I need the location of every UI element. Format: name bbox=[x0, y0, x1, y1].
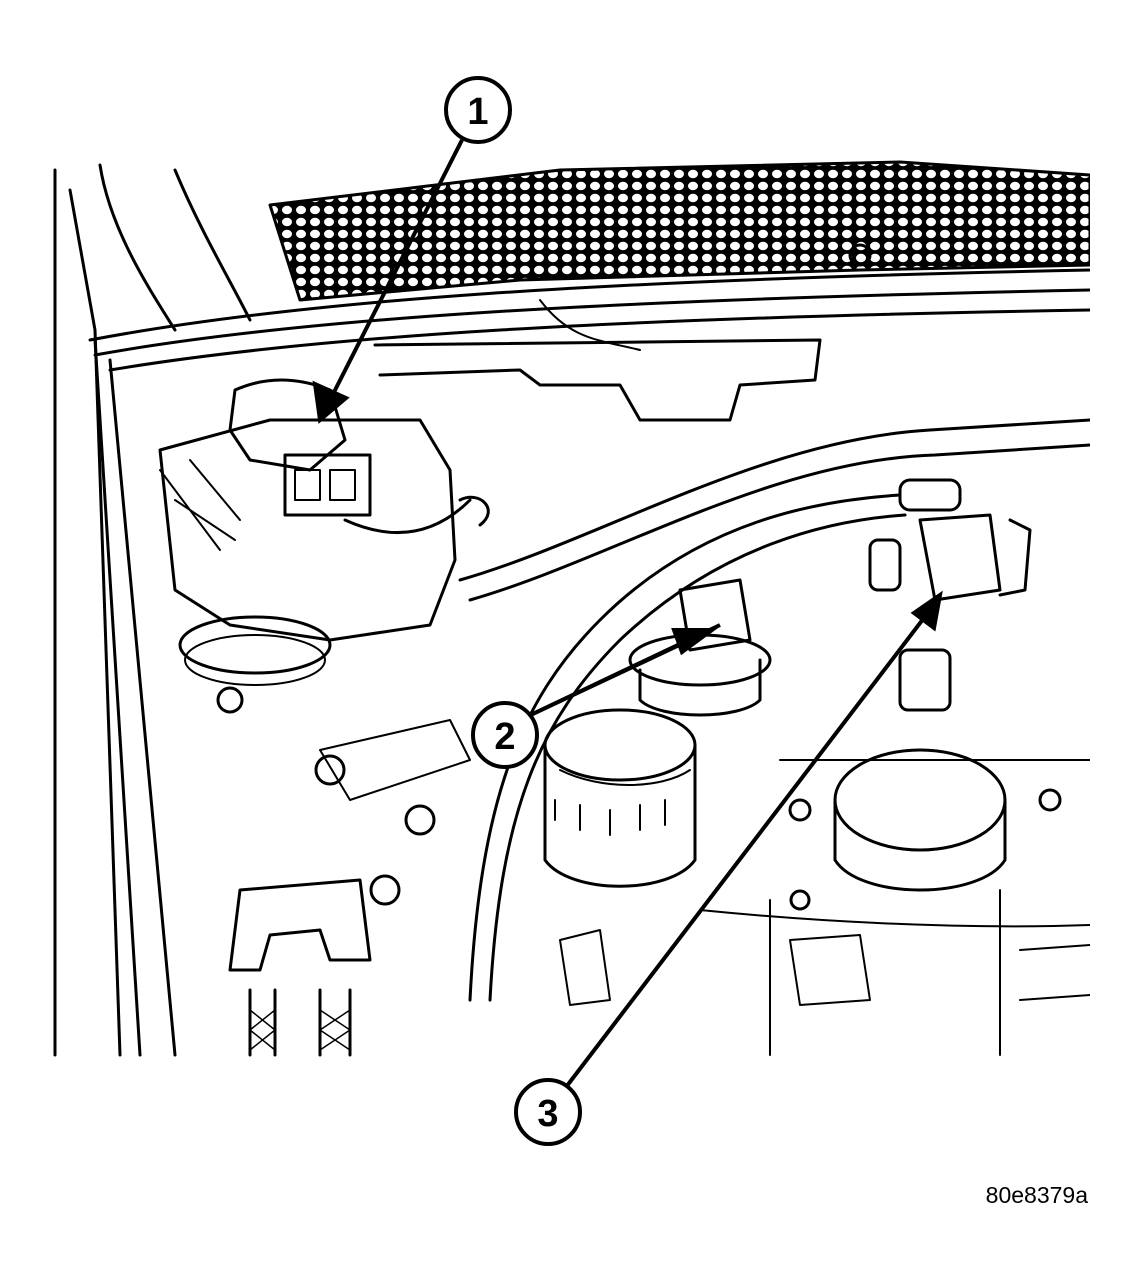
main-hose bbox=[458, 418, 1090, 582]
cowl-grille bbox=[268, 160, 1090, 302]
callout-label: 1 bbox=[467, 91, 488, 133]
lower-bracket bbox=[228, 878, 372, 972]
strut-tower-left bbox=[158, 418, 457, 642]
right-coil-cap bbox=[833, 748, 1007, 852]
callout-3: 3 bbox=[514, 1078, 582, 1146]
valve-cover-left bbox=[373, 338, 822, 422]
purge-valve bbox=[918, 513, 1002, 602]
callout-1: 1 bbox=[444, 76, 512, 144]
secondary-hose bbox=[468, 493, 902, 1002]
oil-filler-cap bbox=[543, 708, 697, 782]
cowl-panel bbox=[88, 268, 1090, 342]
callout-label: 3 bbox=[537, 1093, 558, 1135]
callout-label: 2 bbox=[494, 716, 515, 758]
callout-leaders bbox=[312, 139, 943, 1097]
figure-id: 80e8379a bbox=[985, 1182, 1088, 1208]
callout-2: 2 bbox=[471, 701, 539, 769]
ground-strap-left bbox=[248, 988, 277, 1057]
engine-illustration bbox=[53, 160, 1090, 1057]
sensor-wire bbox=[343, 498, 472, 535]
